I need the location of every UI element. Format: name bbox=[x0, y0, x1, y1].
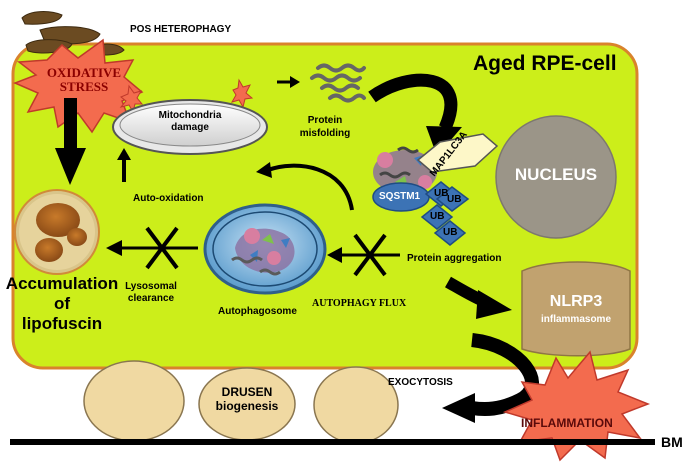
label-autophagy-flux: AUTOPHAGY FLUX bbox=[312, 298, 407, 309]
label-protein-misfolding: Protein misfolding bbox=[299, 115, 351, 139]
ub-tags bbox=[420, 181, 470, 246]
arrow-exocytosis-head bbox=[442, 393, 475, 423]
blocked-lysosomal-clearance-arrow bbox=[106, 226, 198, 270]
label-lysosomal-clearance: Lysosomal clearance bbox=[125, 281, 177, 304]
label-ub-3: UB bbox=[430, 211, 445, 222]
arrow-aggregation-to-nlrp3-head bbox=[476, 290, 512, 319]
arrow-aggregation-to-mito-head bbox=[256, 162, 272, 178]
drusen-deposit-1 bbox=[83, 360, 185, 442]
label-accumulation-of-lipofuscin: Accumulation of lipofuscin bbox=[5, 274, 119, 333]
arrow-stress-to-lipofuscin bbox=[55, 98, 86, 185]
label-bm: BM bbox=[661, 434, 683, 450]
lipofuscin-blob-2 bbox=[67, 228, 87, 246]
arrow-aggregation-to-mito bbox=[267, 163, 354, 211]
lipofuscin-blob-3 bbox=[35, 238, 63, 262]
label-auto-oxidation: Auto-oxidation bbox=[133, 193, 204, 204]
arrow-exocytosis bbox=[470, 333, 539, 416]
nlrp3-inflammasome bbox=[521, 261, 631, 357]
mito-burst-right bbox=[230, 78, 254, 109]
misfolded-protein-icon bbox=[310, 63, 366, 103]
label-inflammation: INFLAMMATION bbox=[521, 416, 613, 430]
label-inflammasome: inflammasome bbox=[540, 314, 612, 325]
label-nlrp3: NLRP3 bbox=[549, 293, 603, 310]
label-pos-heterophagy: POS HETEROPHAGY bbox=[130, 24, 232, 35]
inflammation-burst bbox=[502, 350, 651, 462]
bruchs-membrane bbox=[10, 439, 655, 445]
label-nucleus: NUCLEUS bbox=[514, 165, 598, 184]
blocked-autophagy-flux-arrow bbox=[327, 233, 400, 277]
label-ub-4: UB bbox=[443, 227, 458, 238]
drusen-deposit-3 bbox=[313, 366, 399, 444]
lipofuscin-blob-1 bbox=[36, 203, 80, 237]
autophagosome-cargo bbox=[231, 228, 295, 276]
label-aged-rpe-cell: Aged RPE-cell bbox=[473, 52, 617, 75]
map1lc3a-tag bbox=[416, 133, 499, 173]
label-ub-1: UB bbox=[434, 188, 449, 199]
label-mitochondria-damage: Mitochondria damage bbox=[158, 110, 222, 133]
label-exocytosis: EXOCYTOSIS bbox=[388, 377, 453, 388]
arrow-auto-oxidation bbox=[117, 148, 131, 182]
label-autophagosome: Autophagosome bbox=[218, 306, 297, 317]
label-oxidative-stress: OXIDATIVE STRESS bbox=[46, 65, 122, 94]
nucleus bbox=[495, 115, 617, 239]
arrow-misfolding-to-aggregation bbox=[368, 73, 458, 131]
mitochondria-inner bbox=[119, 103, 261, 147]
label-ub-2: UB bbox=[447, 194, 462, 205]
label-protein-aggregation: Protein aggregation bbox=[407, 253, 502, 264]
label-drusen-biogenesis: DRUSEN biogenesis bbox=[215, 385, 279, 413]
label-sqstm1: SQSTM1 bbox=[379, 191, 421, 202]
mito-burst-left bbox=[119, 84, 144, 114]
arrow-mito-to-misfolding bbox=[277, 76, 300, 88]
